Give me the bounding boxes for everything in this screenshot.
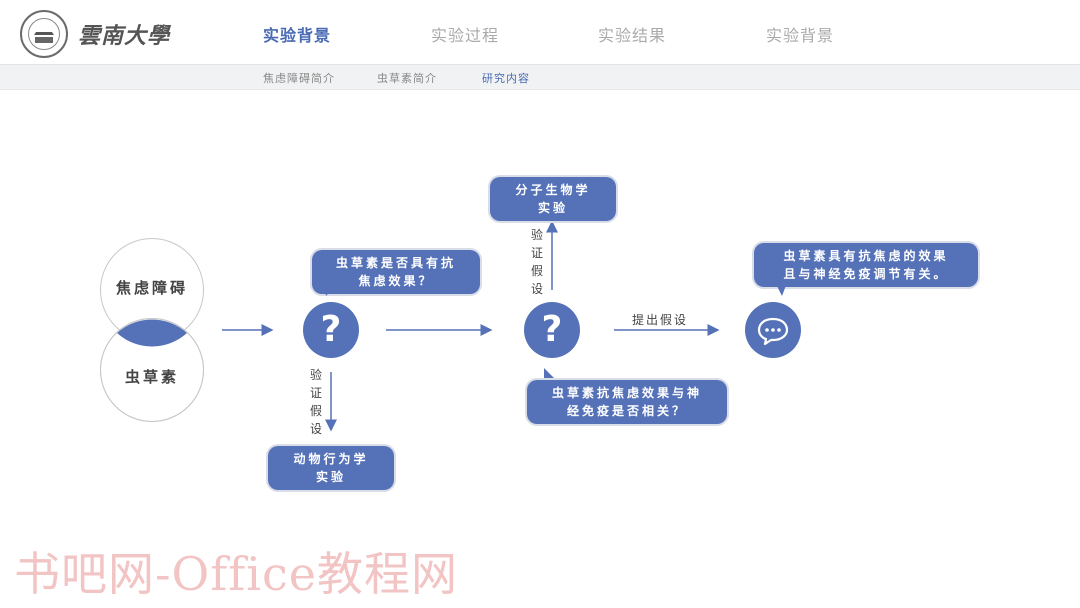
sub-navigation-bar: 焦虑障碍简介 虫草素简介 研究内容 (0, 64, 1080, 90)
nav-tab-background-2[interactable]: 实验背景 (766, 26, 835, 45)
bubble-text-line: 虫草素是否具有抗 (335, 256, 456, 270)
verify-hypothesis-label-2: 验 证 假 设 (530, 226, 544, 298)
university-name-logo: 雲南大學 (78, 23, 171, 49)
venn-overlap (100, 318, 204, 422)
site-watermark: 书吧网-Office教程网 (14, 547, 459, 601)
label-char: 假 (530, 264, 543, 278)
box-text-line: 实验 (537, 201, 568, 215)
box-text-line: 动物行为学 (293, 452, 369, 466)
question2-speech-bubble: 虫草素抗焦虑效果与神 经免疫是否相关？ (527, 380, 727, 424)
label-char: 证 (530, 246, 543, 260)
propose-hypothesis-label: 提出假设 (632, 313, 689, 327)
chat-bubble-icon (745, 302, 801, 358)
label-char: 设 (309, 422, 322, 436)
animal-behavior-experiment-box: 动物行为学 实验 (268, 446, 394, 490)
bubble-text-line: 焦虑效果？ (358, 274, 434, 288)
box-text-line: 实验 (315, 470, 346, 484)
bubble-text-line: 虫草素抗焦虑效果与神 (551, 386, 702, 400)
label-char: 证 (309, 386, 322, 400)
bubble-text-line: 经免疫是否相关？ (566, 404, 687, 418)
bubble-text-line: 虫草素具有抗焦虑的效果 (783, 249, 949, 263)
label-char: 设 (530, 282, 543, 296)
question-mark-icon: ? (303, 302, 359, 358)
top-navigation-bar: 雲南大學 实验背景 实验过程 实验结果 实验背景 (0, 0, 1080, 64)
question-mark-icon: ? (524, 302, 580, 358)
nav-tab-background[interactable]: 实验背景 (263, 26, 332, 45)
bubble-tail (774, 280, 788, 296)
label-char: 验 (309, 368, 322, 382)
question1-speech-bubble: 虫草素是否具有抗 焦虑效果？ (312, 250, 480, 294)
university-seal-logo (20, 10, 68, 58)
bubble-tail (324, 282, 338, 296)
nav-tab-results[interactable]: 实验结果 (598, 26, 667, 45)
subnav-anxiety-intro[interactable]: 焦虑障碍简介 (263, 72, 335, 85)
subnav-cordycepin-intro[interactable]: 虫草素简介 (377, 72, 437, 85)
bubble-text-line: 且与神经免疫调节有关。 (783, 267, 949, 281)
nav-tab-process[interactable]: 实验过程 (431, 26, 500, 45)
label-char: 假 (309, 404, 322, 418)
box-text-line: 分子生物学 (515, 183, 591, 197)
verify-hypothesis-label-1: 验 证 假 设 (309, 366, 323, 438)
venn-label-anxiety: 焦虑障碍 (115, 279, 188, 297)
bubble-tail (544, 368, 558, 382)
label-char: 验 (530, 228, 543, 242)
conclusion-speech-bubble: 虫草素具有抗焦虑的效果 且与神经免疫调节有关。 (754, 243, 978, 287)
subnav-research-content[interactable]: 研究内容 (482, 72, 530, 85)
chat-icon-glyph (757, 317, 789, 346)
molecular-biology-experiment-box: 分子生物学 实验 (490, 177, 616, 221)
venn-label-cordycepin: 虫草素 (124, 368, 179, 386)
